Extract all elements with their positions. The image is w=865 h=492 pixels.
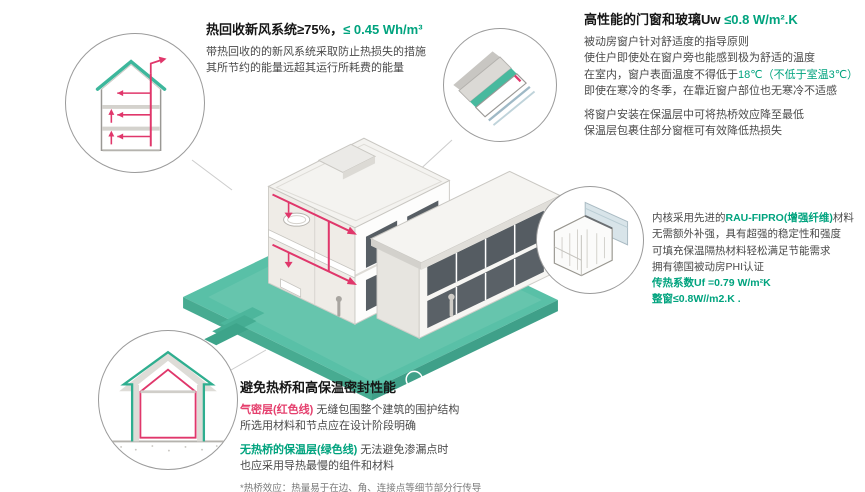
- glazed-wing-block: [369, 170, 562, 340]
- envelope-section-icon: [111, 350, 225, 452]
- window-install-bubble: [443, 28, 557, 142]
- person-figure: [335, 296, 342, 317]
- hrv-title: 热回收新风系统≥75%，≤ 0.45 Wh/m³: [206, 22, 458, 39]
- window-body-line: 在室内，窗户表面温度不得低于18℃（不低于室温3℃）: [584, 67, 862, 84]
- window-temp-value: 18℃（不低于室温3℃）: [738, 68, 859, 81]
- main-house-illustration: [168, 90, 570, 402]
- hrv-detail-bubble: [65, 33, 205, 173]
- airtight-layer-label: 气密层(红色线): [240, 403, 314, 416]
- duct-arrowheads: [284, 212, 357, 285]
- hrv-body-line: 带热回收的的新风系统采取防止热损失的措施: [206, 45, 426, 58]
- window-body-line: 保温层包裹住部分窗框可有效降低热损失: [584, 125, 782, 138]
- profile-body-line: 可填充保温隔热材料轻松满足节能需求: [652, 244, 831, 257]
- profile-text-block: 内核采用先进的RAU-FIPRO(增强纤维)材料 无需额外补强，具有超强的稳定性…: [652, 210, 865, 308]
- profile-uw-value: 整窗≤0.8W//m2.K .: [652, 293, 741, 306]
- hrv-text-block: 热回收新风系统≥75%，≤ 0.45 Wh/m³ 带热回收的的新风系统采取防止热…: [206, 22, 458, 77]
- thermal-body-line: 无热桥的保温层(绿色线) 无法避免渗漏点时: [240, 442, 555, 459]
- window-title-value: ≤0.8 W/m².K: [724, 12, 798, 27]
- profile-body-line: 无需额外补强，具有超强的稳定性和强度: [652, 228, 841, 241]
- hrv-section-icon: [95, 56, 167, 152]
- thermal-body-line: 气密层(红色线) 无缝包围整个建筑的围护结构: [240, 402, 555, 419]
- window-body-line: 使住户即使处在窗户旁也能感到极为舒适的温度: [584, 52, 815, 65]
- hrv-body-line: 其所节约的能量远超其运行所耗费的能量: [206, 62, 404, 75]
- window-corner-icon: [453, 51, 536, 126]
- thermal-envelope-bubble: [98, 330, 238, 470]
- profile-body-line: 内核采用先进的RAU-FIPRO(增强纤维)材料: [652, 210, 865, 226]
- insulation-green-line: [120, 350, 216, 442]
- ventilation-duct-lines: [272, 193, 352, 283]
- profile-uf-value: 传热系数Uf =0.79 W/m²K: [652, 277, 771, 290]
- tree-icon: [405, 370, 439, 396]
- thermal-body-line: 也应采用导热最慢的组件和材料: [240, 460, 394, 473]
- profile-material-name: RAU-FIPRO(增强纤维): [725, 212, 833, 224]
- window-body-line: 即使在寒冷的冬季，在靠近窗户部位也无寒冷不适感: [584, 85, 837, 98]
- thermal-title: 避免热桥和高保温密封性能: [240, 380, 397, 395]
- profile-body-segment: 内核采用先进的: [652, 212, 726, 224]
- window-body-line: 被动房窗户针对舒适度的指导原则: [584, 35, 749, 48]
- isometric-house-icon: [183, 137, 562, 401]
- profile-body-segment: 材料: [832, 212, 854, 224]
- profile-body-line: 拥有德国被动房PHI认证: [652, 260, 765, 273]
- window-body-line: 将窗户安装在保温层中可将热桥效应降至最低: [584, 108, 804, 121]
- insulation-layer-label: 无热桥的保温层(绿色线): [240, 443, 358, 456]
- thermal-body-segment: 无缝包围整个建筑的围护结构: [313, 403, 460, 416]
- window-body-segment: 在室内，窗户表面温度不得低于: [584, 68, 738, 81]
- window-title: 高性能的门窗和玻璃Uw ≤0.8 W/m².K: [584, 12, 862, 29]
- thermal-body-line: 所选用材料和节点应在设计阶段明确: [240, 420, 416, 433]
- window-profile-icon: [553, 201, 629, 277]
- frame-profile-bubble: [536, 186, 644, 294]
- window-title-text: 高性能的门窗和玻璃Uw: [584, 12, 725, 27]
- hrv-title-value: ≤ 0.45 Wh/m³: [343, 22, 423, 37]
- airtight-red-line: [139, 368, 197, 439]
- thermal-footnote: *热桥效应：热量易于在边、角、连接点等细节部分行传导: [240, 482, 482, 492]
- thermal-body-segment: 无法避免渗漏点时: [357, 443, 449, 456]
- hrv-title-text: 热回收新风系统≥75%，: [206, 22, 344, 37]
- person-figure: [448, 293, 455, 317]
- thermal-text-block: 避免热桥和高保温密封性能 气密层(红色线) 无缝包围整个建筑的围护结构 所选用材…: [240, 380, 555, 492]
- window-text-block: 高性能的门窗和玻璃Uw ≤0.8 W/m².K 被动房窗户针对舒适度的指导原则 …: [584, 12, 862, 140]
